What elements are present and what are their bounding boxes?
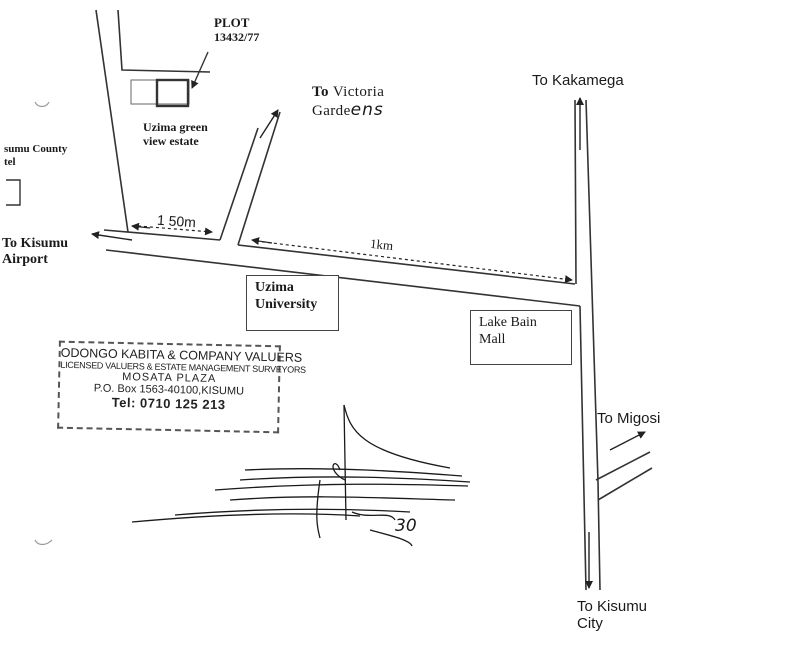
- estate-road-east-edge: [117, 9, 211, 73]
- migosi-label: To Migosi: [597, 410, 661, 427]
- estate-outline-box: [130, 79, 190, 105]
- victoria-road-east: [237, 111, 281, 246]
- kisumu-airport-line1: To Kisumu: [2, 236, 69, 251]
- estate-road-inner: [196, 72, 200, 232]
- scan-mark-top: [34, 101, 50, 108]
- distance-line-150m: [137, 225, 213, 236]
- plot-number: 13432/77: [214, 29, 260, 44]
- victoria-name: Victoria: [332, 84, 385, 100]
- signature: [131, 404, 471, 547]
- hotel-box-fragment: [6, 179, 21, 206]
- kisumu-city-line1: To Kisumu: [577, 598, 648, 615]
- north-south-road-west: [574, 99, 587, 591]
- airport-arrow: [91, 231, 133, 241]
- migosi-road-north: [595, 451, 651, 481]
- hotel-label-fragment: sumu County tel: [4, 143, 67, 168]
- kisumu-airport-label: To Kisumu Airport: [2, 236, 68, 268]
- kisumu-airport-line2: Airport: [2, 252, 48, 268]
- distance-line-1km-start: [251, 237, 273, 245]
- migosi-road-south: [597, 467, 653, 501]
- distance-label-1km: 1km: [369, 235, 394, 254]
- kisumu-city-label: To Kisumu City: [577, 598, 647, 633]
- kakamega-label: To Kakamega: [532, 72, 624, 89]
- victoria-line2: Garde: [312, 103, 351, 120]
- hotel-line2: tel: [4, 155, 16, 168]
- plot-label: PLOT 13432/77: [214, 15, 260, 45]
- main-road-lower-edge: [105, 249, 581, 307]
- victoria-gardens-label: To Victoria Gardeens: [312, 84, 384, 121]
- estate-road-west-edge: [95, 9, 129, 233]
- lake-bain-mall-line2: Mall: [479, 331, 506, 347]
- distance-line-1km: [255, 240, 573, 284]
- victoria-handwritten-suffix: ens: [350, 100, 384, 121]
- main-road-upper-edge: [103, 229, 576, 285]
- lake-bain-mall-box: Lake Bain Mall: [470, 310, 572, 365]
- hotel-line1: sumu County: [4, 143, 68, 155]
- victoria-road-west: [219, 127, 259, 241]
- uzima-university-line2: University: [255, 296, 318, 312]
- victoria-arrow: [259, 109, 279, 139]
- plot-pointer-line: [191, 51, 209, 89]
- distance-label-150m: 1 50m: [156, 211, 197, 231]
- estate-name-line1: Uzima green: [143, 120, 208, 134]
- migosi-arrow: [609, 431, 646, 451]
- uzima-university-line1: Uzima: [255, 280, 294, 295]
- scan-mark-bottom: [34, 539, 53, 546]
- estate-name-line2: view estate: [143, 133, 199, 148]
- estate-label: Uzima green view estate: [143, 120, 208, 149]
- signature-handwritten-text: 30: [395, 516, 417, 536]
- plot-box: [155, 78, 190, 108]
- distance-line-150m-start: [131, 222, 151, 231]
- uzima-university-box: Uzima University: [246, 275, 339, 331]
- plot-title: PLOT: [214, 15, 250, 30]
- victoria-prefix: To: [312, 84, 329, 100]
- north-south-road-east: [585, 99, 601, 591]
- lake-bain-mall-line1: Lake Bain: [479, 315, 537, 330]
- kisumu-city-line2: City: [577, 615, 603, 633]
- valuers-stamp: ODONGO KABITA & COMPANY VALUERS LICENSED…: [57, 340, 306, 434]
